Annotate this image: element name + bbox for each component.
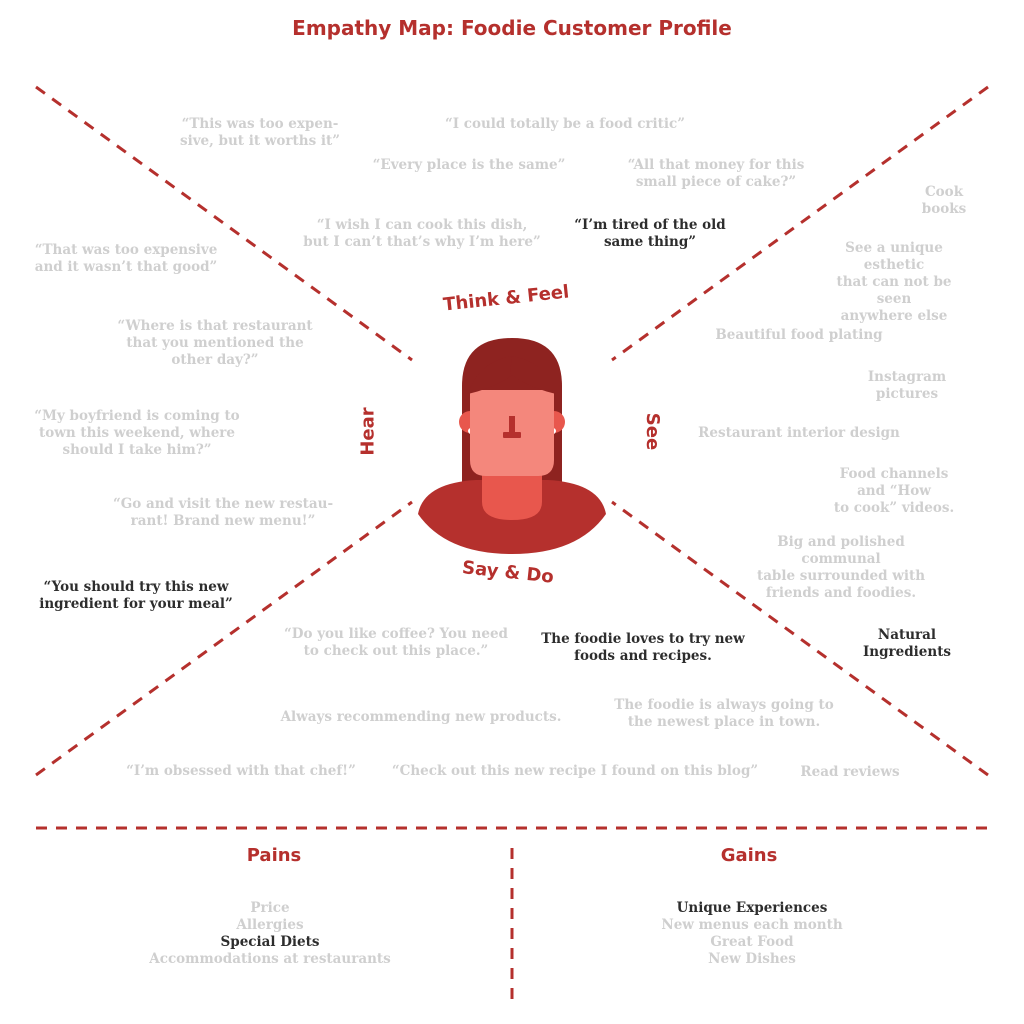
gains-list: Unique Experiences New menus each month … [661, 900, 842, 968]
list-item: Unique Experiences [676, 900, 828, 916]
note-food-plating: Beautiful food plating [715, 327, 883, 343]
note-communal-table: Big and polished communal table surround… [756, 534, 926, 601]
note-food-critic: “I could totally be a food critic” [444, 116, 686, 132]
note-new-recipe-blog: “Check out this new recipe I found on th… [391, 763, 759, 779]
list-item: Special Diets [220, 934, 320, 950]
list-item: New menus each month [661, 917, 843, 933]
gains-heading: Gains [720, 845, 778, 866]
divider-top-right [611, 85, 989, 362]
note-boyfriend-town: “My boyfriend is coming to town this wee… [34, 408, 240, 458]
note-where-restaurant: “Where is that restaurant that you menti… [117, 318, 313, 368]
note-recommending-products: Always recommending new products. [280, 709, 562, 725]
pains-list: Price Allergies Special Diets Accommodat… [149, 900, 390, 968]
note-visit-new-restaurant: “Go and visit the new restau- rant! Bran… [112, 496, 334, 529]
divider-bottom-right [611, 500, 989, 777]
list-item: Accommodations at restaurants [149, 951, 391, 967]
note-coffee-place: “Do you like coffee? You need to check o… [284, 626, 508, 659]
quadrant-label-see: See [642, 412, 664, 451]
note-foodie-loves-new: The foodie loves to try new foods and re… [541, 631, 745, 664]
note-every-place-same: “Every place is the same” [372, 157, 566, 173]
note-money-cake: “All that money for this small piece of … [627, 157, 805, 190]
note-tired-old-thing: “I’m tired of the old same thing” [574, 217, 726, 250]
note-unique-esthetic: See a unique esthetic that can not be se… [836, 240, 952, 324]
note-obsessed-chef: “I’m obsessed with that chef!” [126, 763, 356, 779]
list-item: New Dishes [708, 951, 796, 967]
note-too-expensive-not-good: “That was too expensive and it wasn’t th… [34, 242, 218, 275]
note-try-ingredient: “You should try this new ingredient for … [39, 579, 233, 612]
note-wish-cook-dish: “I wish I can cook this dish, but I can’… [303, 217, 541, 250]
note-read-reviews: Read reviews [800, 764, 900, 780]
note-foodie-newest-place: The foodie is always going to the newest… [614, 697, 834, 730]
divider-bottom-left [35, 500, 413, 777]
woman-avatar-icon [418, 338, 606, 554]
list-item: Great Food [710, 934, 794, 950]
divider-top-left [35, 85, 413, 362]
list-item: Allergies [236, 917, 304, 933]
list-item: Price [250, 900, 290, 916]
note-cook-books: Cook books [921, 184, 967, 217]
page-title: Empathy Map: Foodie Customer Profile [292, 16, 732, 40]
note-too-expensive-worth: “This was too expen- sive, but it worths… [179, 116, 341, 149]
note-food-channels: Food channels and “How to cook” videos. [833, 466, 955, 516]
pains-heading: Pains [246, 845, 302, 866]
note-interior-design: Restaurant interior design [698, 425, 900, 441]
quadrant-label-hear: Hear [357, 407, 379, 456]
note-natural-ingredients: Natural Ingredients [862, 627, 952, 660]
note-instagram: Instagram pictures [867, 369, 947, 402]
